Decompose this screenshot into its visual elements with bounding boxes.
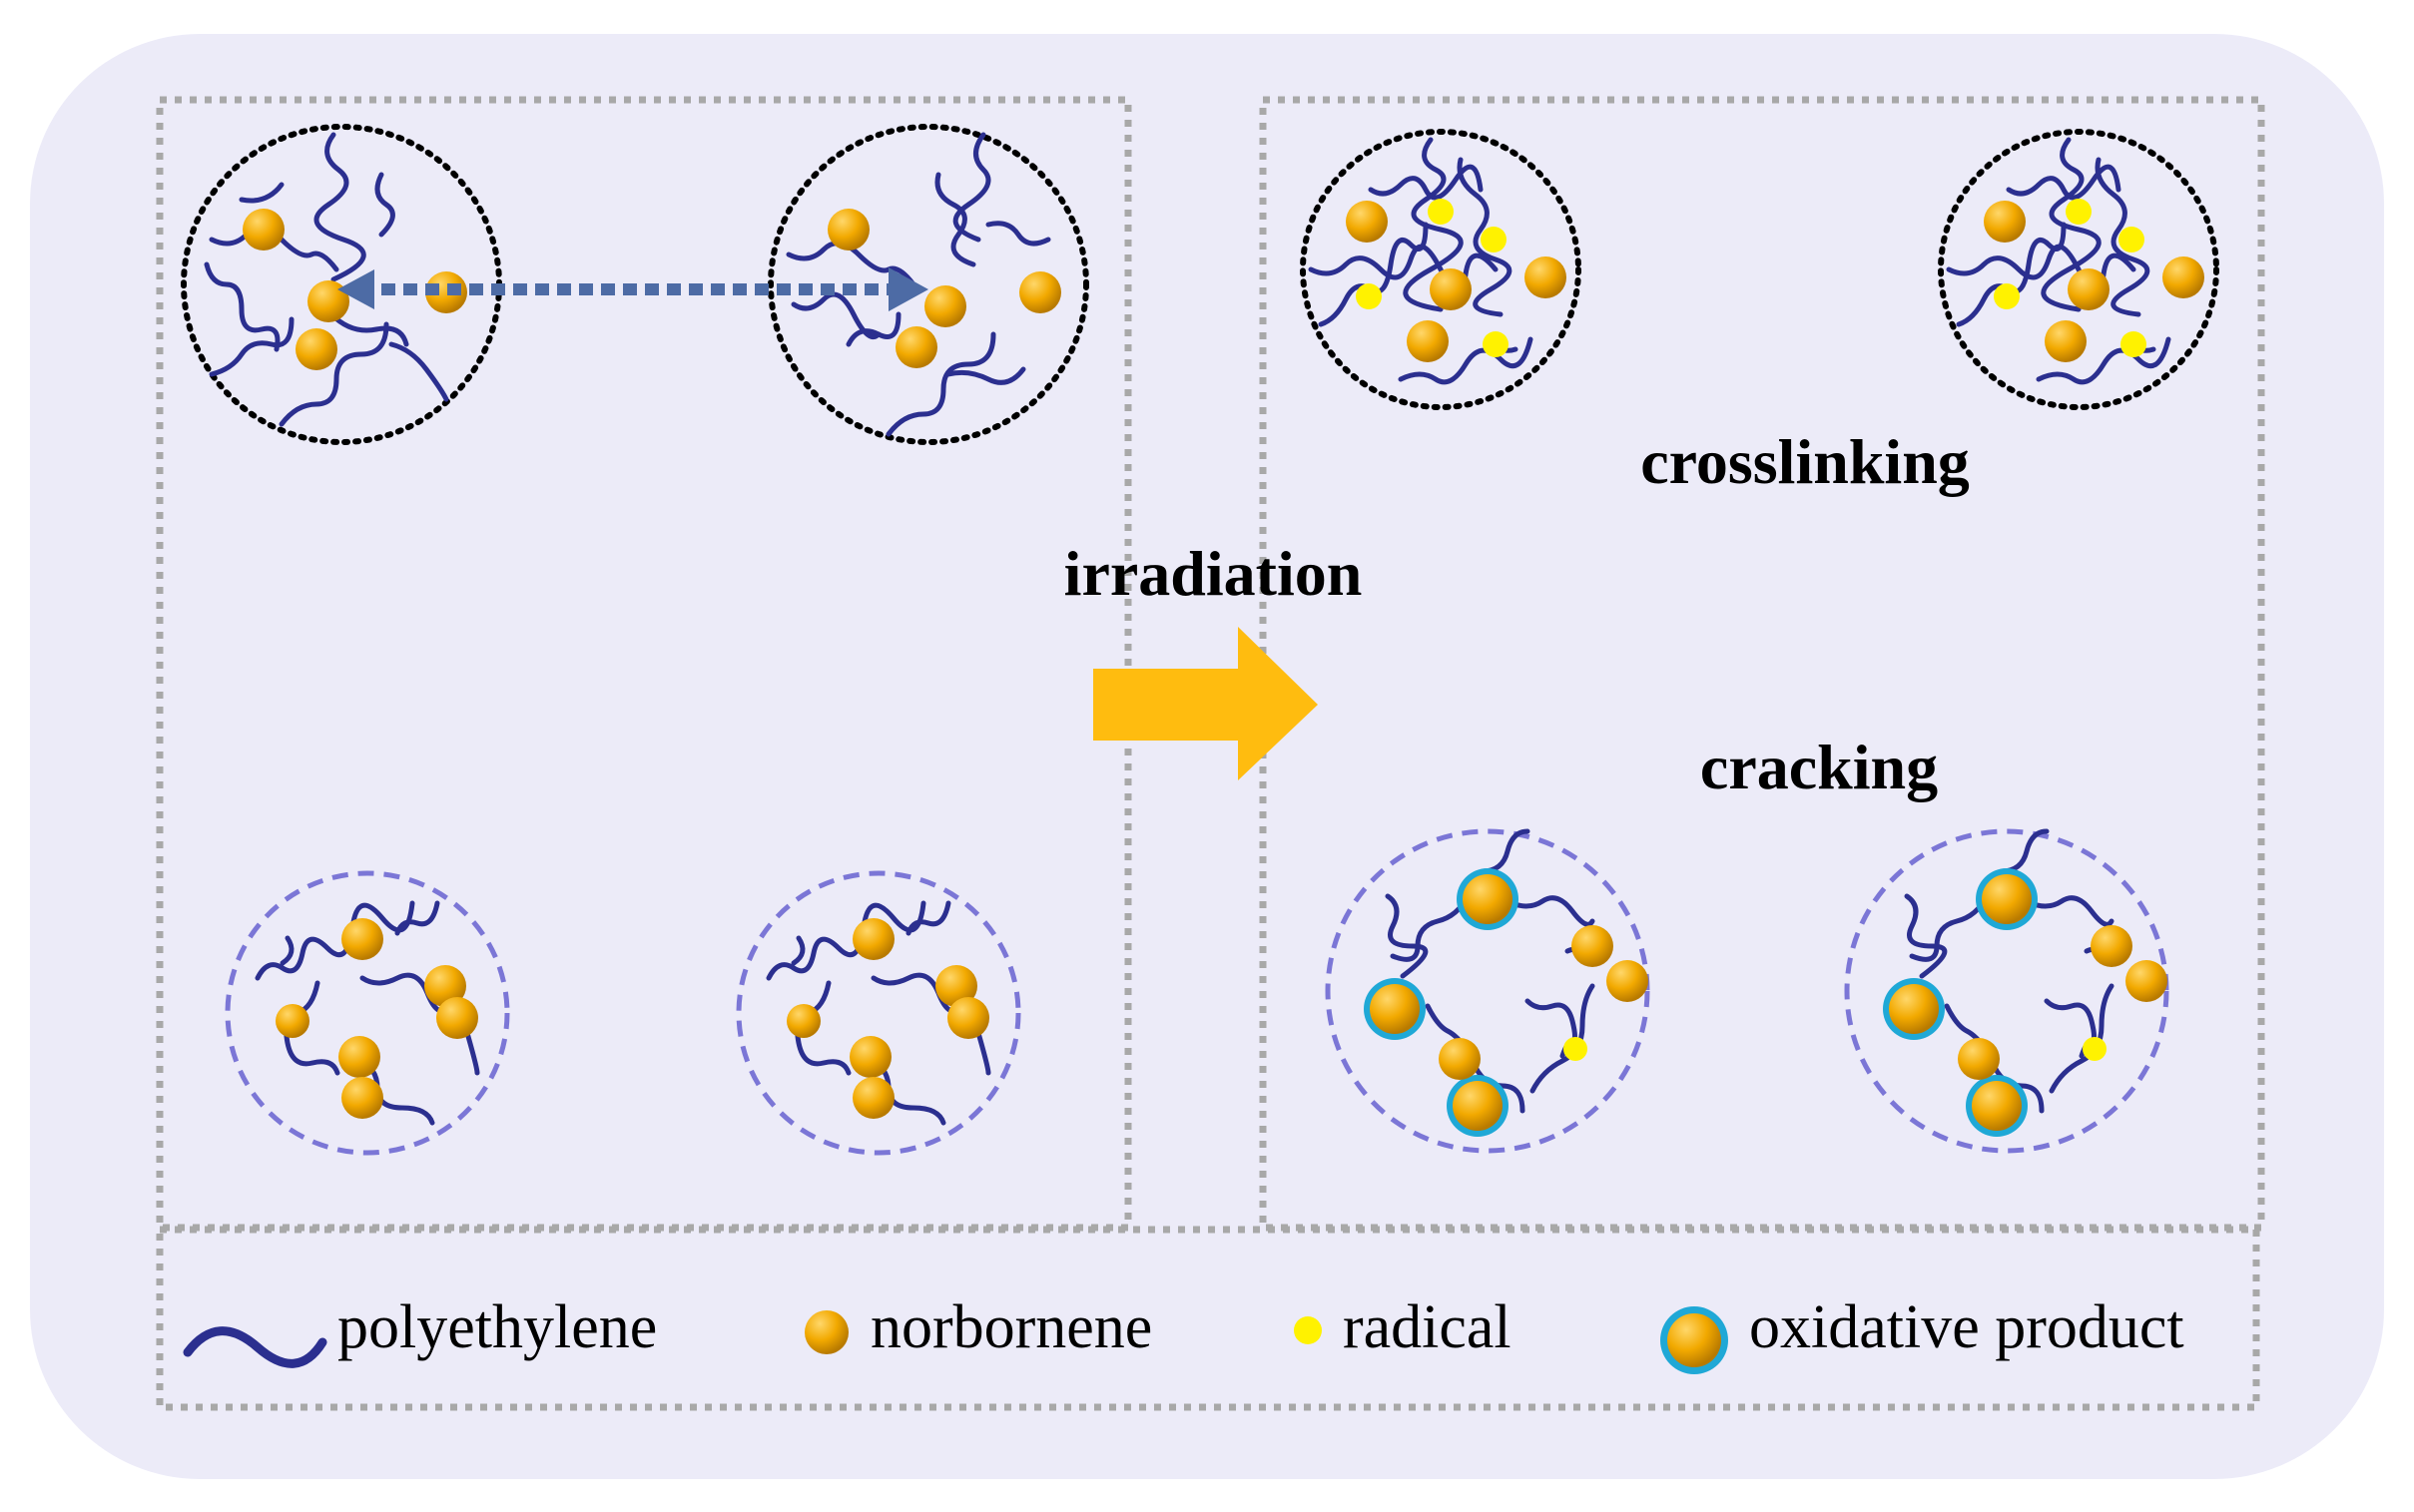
crosslinked-domain-left: [1300, 129, 1581, 410]
legend-polyethylene-label: polyethylene: [337, 1293, 657, 1361]
irradiation-arrow: [1093, 627, 1318, 780]
cracked-domain-right: [1844, 828, 2169, 1154]
norbornene-ball-icon: [805, 1310, 849, 1354]
radical-dot-icon: [1294, 1316, 1322, 1344]
cracked-domain-left: [1325, 828, 1650, 1154]
polyethylene-chain-icon: [183, 1326, 327, 1368]
legend-norbornene-label: norbornene: [871, 1293, 1152, 1361]
amorphous-domain-right: [736, 870, 1021, 1156]
legend-radical-label: radical: [1343, 1293, 1511, 1361]
oxidative-product-core-icon: [1667, 1313, 1721, 1367]
irradiation-label: irradiation: [1064, 538, 1363, 609]
legend: polyethylene norbornene radical oxidativ…: [183, 1293, 2184, 1374]
legend-oxidative-product-label: oxidative product: [1749, 1293, 2184, 1361]
diffusion-double-arrow: [337, 267, 928, 311]
cracking-label: cracking: [1700, 732, 1938, 802]
amorphous-domain-left: [225, 870, 510, 1156]
background-panel: [30, 34, 2384, 1479]
frame-legend: [156, 1226, 2260, 1411]
crosslinked-domain-right: [1938, 129, 2219, 410]
crystalline-domain-right: [768, 124, 1089, 445]
crosslinking-label: crosslinking: [1640, 426, 1970, 497]
